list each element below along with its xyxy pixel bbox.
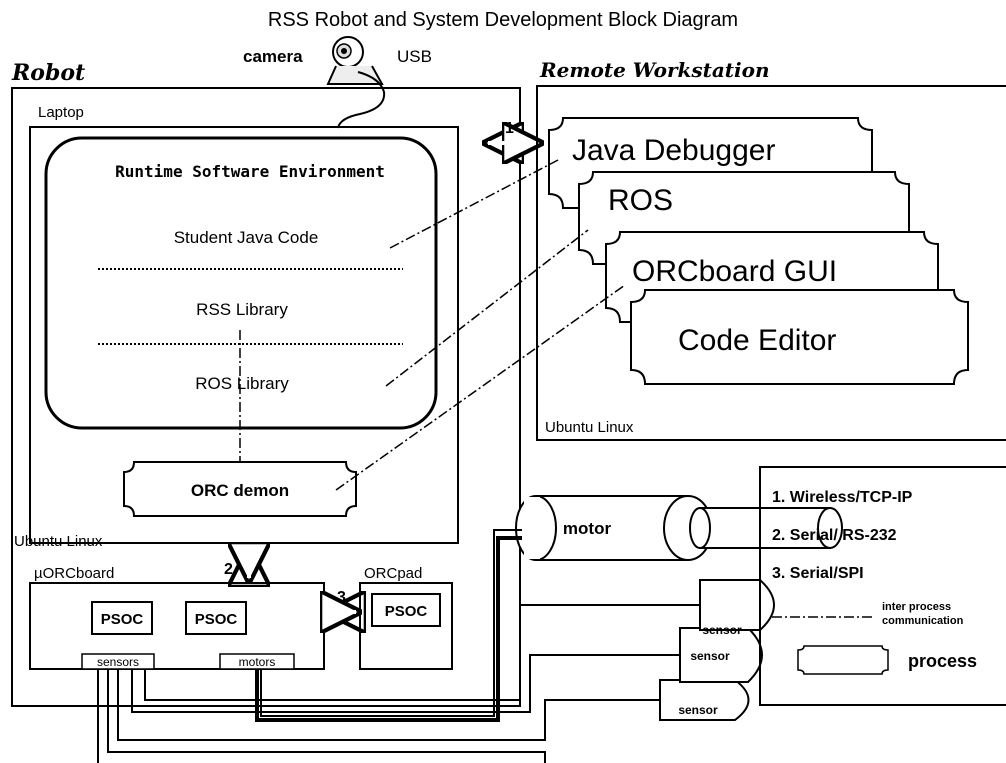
sensor-wire xyxy=(144,604,700,701)
psoc-chip xyxy=(185,601,247,635)
motors-port-label: motors xyxy=(239,655,276,669)
sensor-label: sensor xyxy=(678,703,718,717)
legend-ipc-line2: communication xyxy=(882,615,964,627)
legend-box xyxy=(759,466,1006,706)
legend-process-icon xyxy=(797,645,889,675)
workstation-frame xyxy=(536,85,1006,441)
workstation-label: Remote Workstation xyxy=(539,58,770,82)
process-code-editor xyxy=(630,289,969,385)
sensors-port-label: sensors xyxy=(97,655,139,669)
robot-frame xyxy=(11,87,521,707)
runtime-environment-box xyxy=(44,136,438,430)
orc-demon-process xyxy=(123,461,357,517)
legend-ipc-line1: inter process xyxy=(882,601,951,613)
layer-rss-library: RSS Library xyxy=(196,300,288,319)
legend-item: 2. Serial/ RS-232 xyxy=(772,527,897,544)
orcpad-box xyxy=(359,582,453,670)
diagram-title: RSS Robot and System Development Block D… xyxy=(268,9,738,31)
link-2-label: 2 xyxy=(224,561,233,578)
legend-item: 3. Serial/SPI xyxy=(772,565,864,582)
orc-demon-label: ORC demon xyxy=(191,481,289,500)
camera-label: camera xyxy=(243,47,303,66)
usb-label: USB xyxy=(397,47,432,66)
ipc-lines xyxy=(335,159,626,491)
ipc-line xyxy=(385,229,589,387)
process-orcboard-gui-label: ORCboard GUI xyxy=(632,255,837,288)
psoc-label: PSOC xyxy=(101,611,144,628)
uorcboard-label: µORCboard xyxy=(34,565,114,582)
sensor-wire xyxy=(131,654,680,713)
laptop-label: Laptop xyxy=(38,104,84,121)
sensor-icons xyxy=(659,579,775,721)
process-code-editor-label: Code Editor xyxy=(678,324,836,357)
psoc-label: PSOC xyxy=(195,611,238,628)
motor-wire xyxy=(255,536,522,722)
layer-ros-library: ROS Library xyxy=(195,374,289,393)
layer-student-java-code: Student Java Code xyxy=(174,228,319,247)
link-3-label: 3 xyxy=(337,589,346,606)
runtime-title: Runtime Software Environment xyxy=(115,162,385,181)
psoc-chip xyxy=(371,593,441,627)
sensor-label: sensor xyxy=(690,649,730,663)
link-1-label: 1 xyxy=(505,120,514,137)
workstation-os-label: Ubuntu Linux xyxy=(545,419,634,436)
motor-label: motor xyxy=(563,519,612,538)
motor-icon xyxy=(515,495,895,561)
process-ros-label: ROS xyxy=(608,184,673,217)
process-java-debugger-label: Java Debugger xyxy=(572,134,775,167)
ipc-line xyxy=(335,284,626,491)
wires xyxy=(97,529,700,763)
sensor-wire xyxy=(107,669,546,763)
robot-label: Robot xyxy=(11,60,85,86)
legend-process-label: process xyxy=(908,651,977,671)
sensor-wire xyxy=(117,669,660,741)
laptop-os-label: Ubuntu Linux xyxy=(14,533,103,550)
orcpad-label: ORCpad xyxy=(364,565,422,582)
camera-icon xyxy=(326,36,386,129)
sensor-label: sensor xyxy=(702,623,742,637)
legend-item: 1. Wireless/TCP-IP xyxy=(772,489,913,506)
ipc-line xyxy=(389,159,559,249)
psoc-label: PSOC xyxy=(385,603,428,620)
psoc-chip xyxy=(91,601,153,635)
